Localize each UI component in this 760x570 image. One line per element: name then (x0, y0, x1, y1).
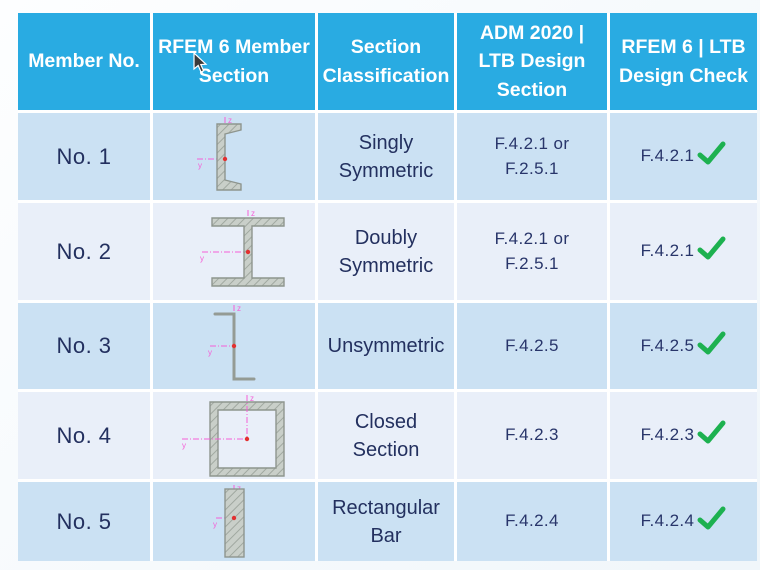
centroid-dot (231, 343, 237, 349)
member-no-cell: No. 3 (18, 303, 150, 389)
header-rfem-ltb-check: RFEM 6 | LTB Design Check (610, 13, 757, 110)
y-axis-label: y (208, 348, 212, 357)
adm-section-label: F.4.2.5 (505, 335, 559, 355)
member-section-cell: z y (153, 303, 315, 389)
green-check-icon (697, 420, 726, 444)
rectangular-bar-icon: z y (213, 484, 245, 558)
channel-shape (216, 122, 242, 191)
ltb-check-cell: F.4.2.1 (610, 203, 757, 300)
member-no-cell: No. 1 (18, 113, 150, 200)
classification-label: Singly Symmetric (338, 131, 434, 182)
member-no-cell: No. 4 (18, 392, 150, 479)
box-section-icon: z y (182, 394, 285, 477)
bar-shape (224, 487, 245, 558)
classification-cell: Unsymmetric (318, 303, 454, 389)
z-axis-label: z (250, 394, 254, 403)
member-no-label: No. 4 (56, 422, 112, 448)
header-section-classification: Section Classification (318, 13, 454, 110)
header-member-no: Member No. (18, 13, 150, 110)
adm-section-cell: F.4.2.1 or F.2.5.1 (457, 203, 607, 300)
ltb-check-label: F.4.2.4 (640, 511, 695, 531)
classification-cell: Rectangular Bar (318, 482, 454, 561)
ltb-check-label: F.4.2.1 (640, 241, 695, 261)
adm-section-label: F.4.2.1 or F.2.5.1 (494, 133, 570, 178)
member-no-label: No. 1 (56, 143, 112, 169)
ltb-check-label: F.4.2.3 (640, 425, 695, 445)
green-check-icon (697, 506, 726, 530)
classification-label: Doubly Symmetric (338, 226, 434, 277)
ltb-design-table: Member No. RFEM 6 Member Section Section… (18, 13, 757, 561)
green-check-icon (697, 236, 726, 260)
adm-section-label: F.4.2.3 (505, 425, 559, 445)
z-axis-label: z (251, 209, 255, 218)
member-no-label: No. 2 (56, 238, 112, 264)
classification-cell: Doubly Symmetric (318, 203, 454, 300)
centroid-dot (244, 436, 250, 441)
ltb-check-cell: F.4.2.1 (610, 113, 757, 200)
channel-section-icon: z y (197, 116, 242, 191)
z-axis-label: z (228, 116, 232, 125)
classification-label: Closed Section (352, 410, 420, 461)
adm-section-cell: F.4.2.1 or F.2.5.1 (457, 113, 607, 200)
centroid-dot (222, 156, 228, 161)
green-check-icon (697, 141, 726, 165)
member-no-label: No. 5 (56, 508, 112, 534)
header-member-section: RFEM 6 Member Section (153, 13, 315, 110)
ltb-check-cell: F.4.2.5 (610, 303, 757, 389)
header-adm-design-section: ADM 2020 | LTB Design Section (457, 13, 607, 110)
member-no-cell: No. 2 (18, 203, 150, 300)
adm-section-cell: F.4.2.4 (457, 482, 607, 561)
header-member-no-label: Member No. (28, 50, 140, 73)
ltb-check-cell: F.4.2.4 (610, 482, 757, 561)
member-section-cell: z y (153, 482, 315, 561)
adm-section-cell: F.4.2.5 (457, 303, 607, 389)
classification-cell: Closed Section (318, 392, 454, 479)
header-section-classification-label: Section Classification (322, 36, 450, 87)
member-no-label: No. 3 (56, 333, 112, 358)
classification-label: Unsymmetric (327, 335, 445, 357)
centroid-dot (245, 249, 251, 254)
i-section-icon: z y (200, 209, 285, 287)
mouse-cursor-icon (193, 52, 208, 73)
y-axis-label: y (198, 161, 202, 170)
z-axis-label: z (237, 304, 241, 313)
y-axis-label: y (200, 254, 204, 263)
y-axis-label: y (213, 520, 217, 529)
adm-section-label: F.4.2.1 or F.2.5.1 (494, 228, 570, 273)
z-section-icon: z y (208, 304, 256, 381)
ltb-check-cell: F.4.2.3 (610, 392, 757, 479)
y-axis-label: y (182, 441, 186, 450)
adm-section-cell: F.4.2.3 (457, 392, 607, 479)
member-section-cell: z y (153, 392, 315, 479)
member-no-cell: No. 5 (18, 482, 150, 561)
centroid-dot (231, 515, 237, 520)
box-shape (209, 400, 285, 477)
classification-label: Rectangular Bar (332, 496, 440, 547)
classification-cell: Singly Symmetric (318, 113, 454, 200)
ltb-check-label: F.4.2.1 (640, 146, 695, 166)
header-member-section-label: RFEM 6 Member Section (158, 36, 310, 87)
member-section-cell: z y (153, 203, 315, 300)
ltb-check-label: F.4.2.5 (640, 335, 695, 355)
header-adm-design-section-label: ADM 2020 | LTB Design Section (478, 22, 586, 101)
header-rfem-ltb-check-label: RFEM 6 | LTB Design Check (619, 36, 748, 87)
adm-section-label: F.4.2.4 (505, 511, 559, 531)
member-section-cell: z y (153, 113, 315, 200)
green-check-icon (697, 331, 726, 354)
